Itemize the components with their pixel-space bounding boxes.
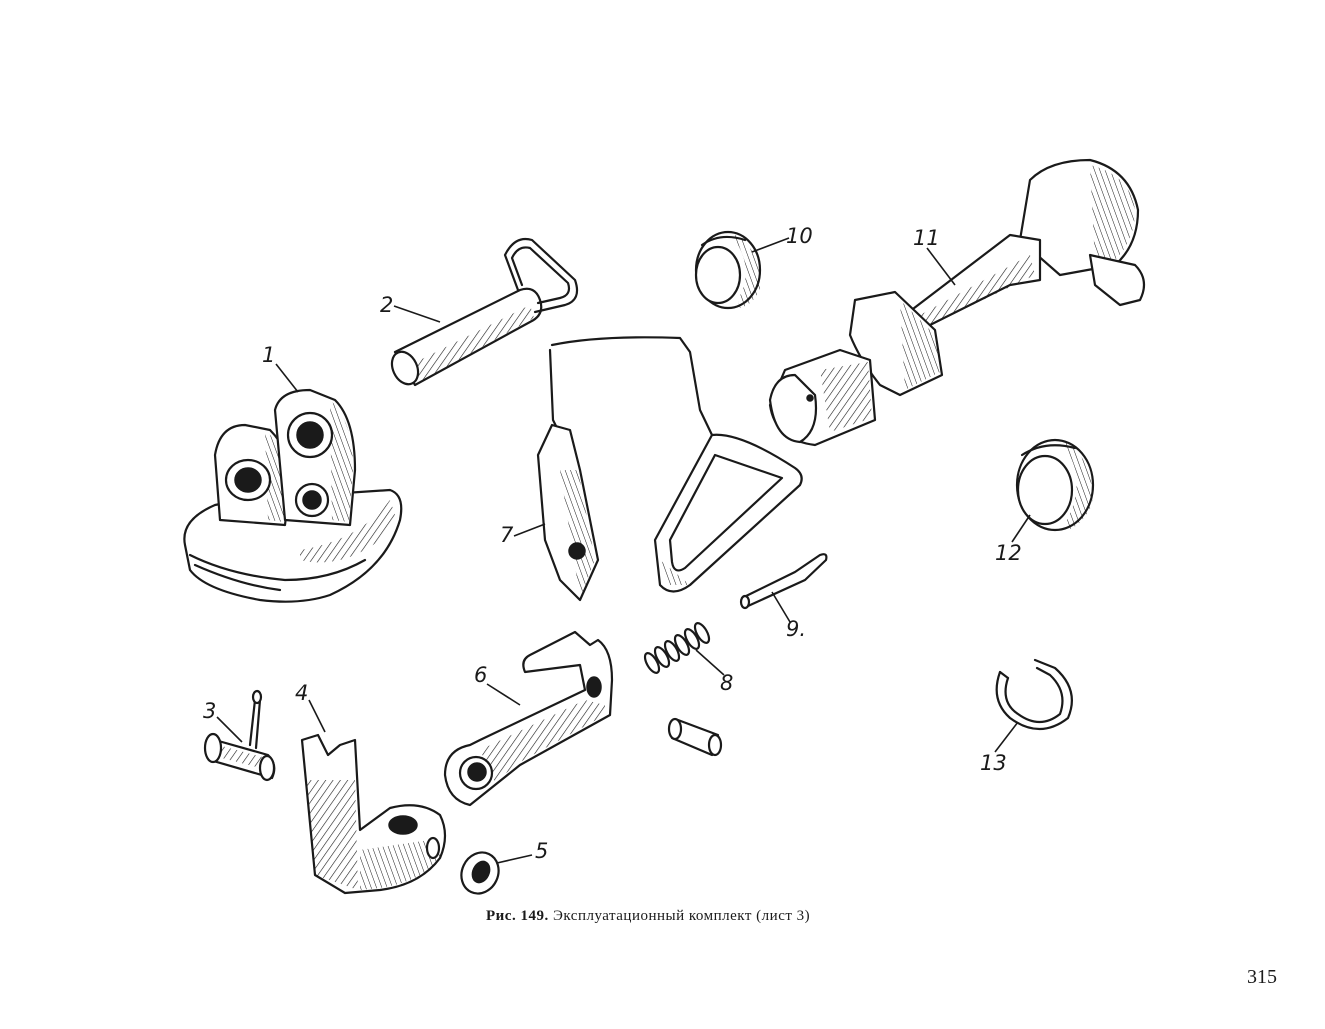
label-11: 11: [913, 226, 940, 250]
label-3: 3: [203, 699, 216, 723]
caption-prefix: Рис. 149.: [486, 908, 549, 924]
label-8: 8: [720, 671, 733, 695]
part-12-cap: 12: [995, 438, 1095, 565]
roller-pin: [667, 717, 723, 757]
part-3-pin-cotter: 3: [203, 689, 276, 782]
part-13-retaining-ring: 13: [980, 658, 1073, 775]
part-6-lever: 6: [443, 630, 614, 807]
part-1-bracket: 1: [183, 343, 403, 603]
label-10: 10: [786, 224, 813, 248]
caption-text: Эксплуатационный комплект (лист 3): [548, 908, 811, 924]
label-6: 6: [474, 663, 487, 687]
part-9-small-pin: 9.: [739, 553, 828, 641]
label-1: 1: [262, 343, 275, 367]
label-9: 9.: [786, 617, 806, 641]
figure-caption: Рис. 149. Эксплуатационный комплект (лис…: [486, 908, 810, 925]
part-5-washer: 5: [460, 839, 548, 895]
page-number: 315: [1247, 966, 1277, 988]
part-4-latch: 4: [295, 681, 447, 895]
triangle-handle: [653, 433, 803, 593]
label-7: 7: [500, 523, 514, 547]
label-2: 2: [380, 293, 393, 317]
part-7-pawl-lanyard: 7: [500, 336, 714, 602]
label-13: 13: [980, 751, 1007, 775]
label-4: 4: [295, 681, 308, 705]
label-5: 5: [535, 839, 548, 863]
part-2-pin: 2: [380, 237, 579, 387]
part-11-extension: 11: [768, 158, 1146, 447]
label-12: 12: [995, 541, 1022, 565]
part-10-cap: 10: [694, 224, 813, 310]
part-8-spring: 8: [643, 622, 733, 695]
